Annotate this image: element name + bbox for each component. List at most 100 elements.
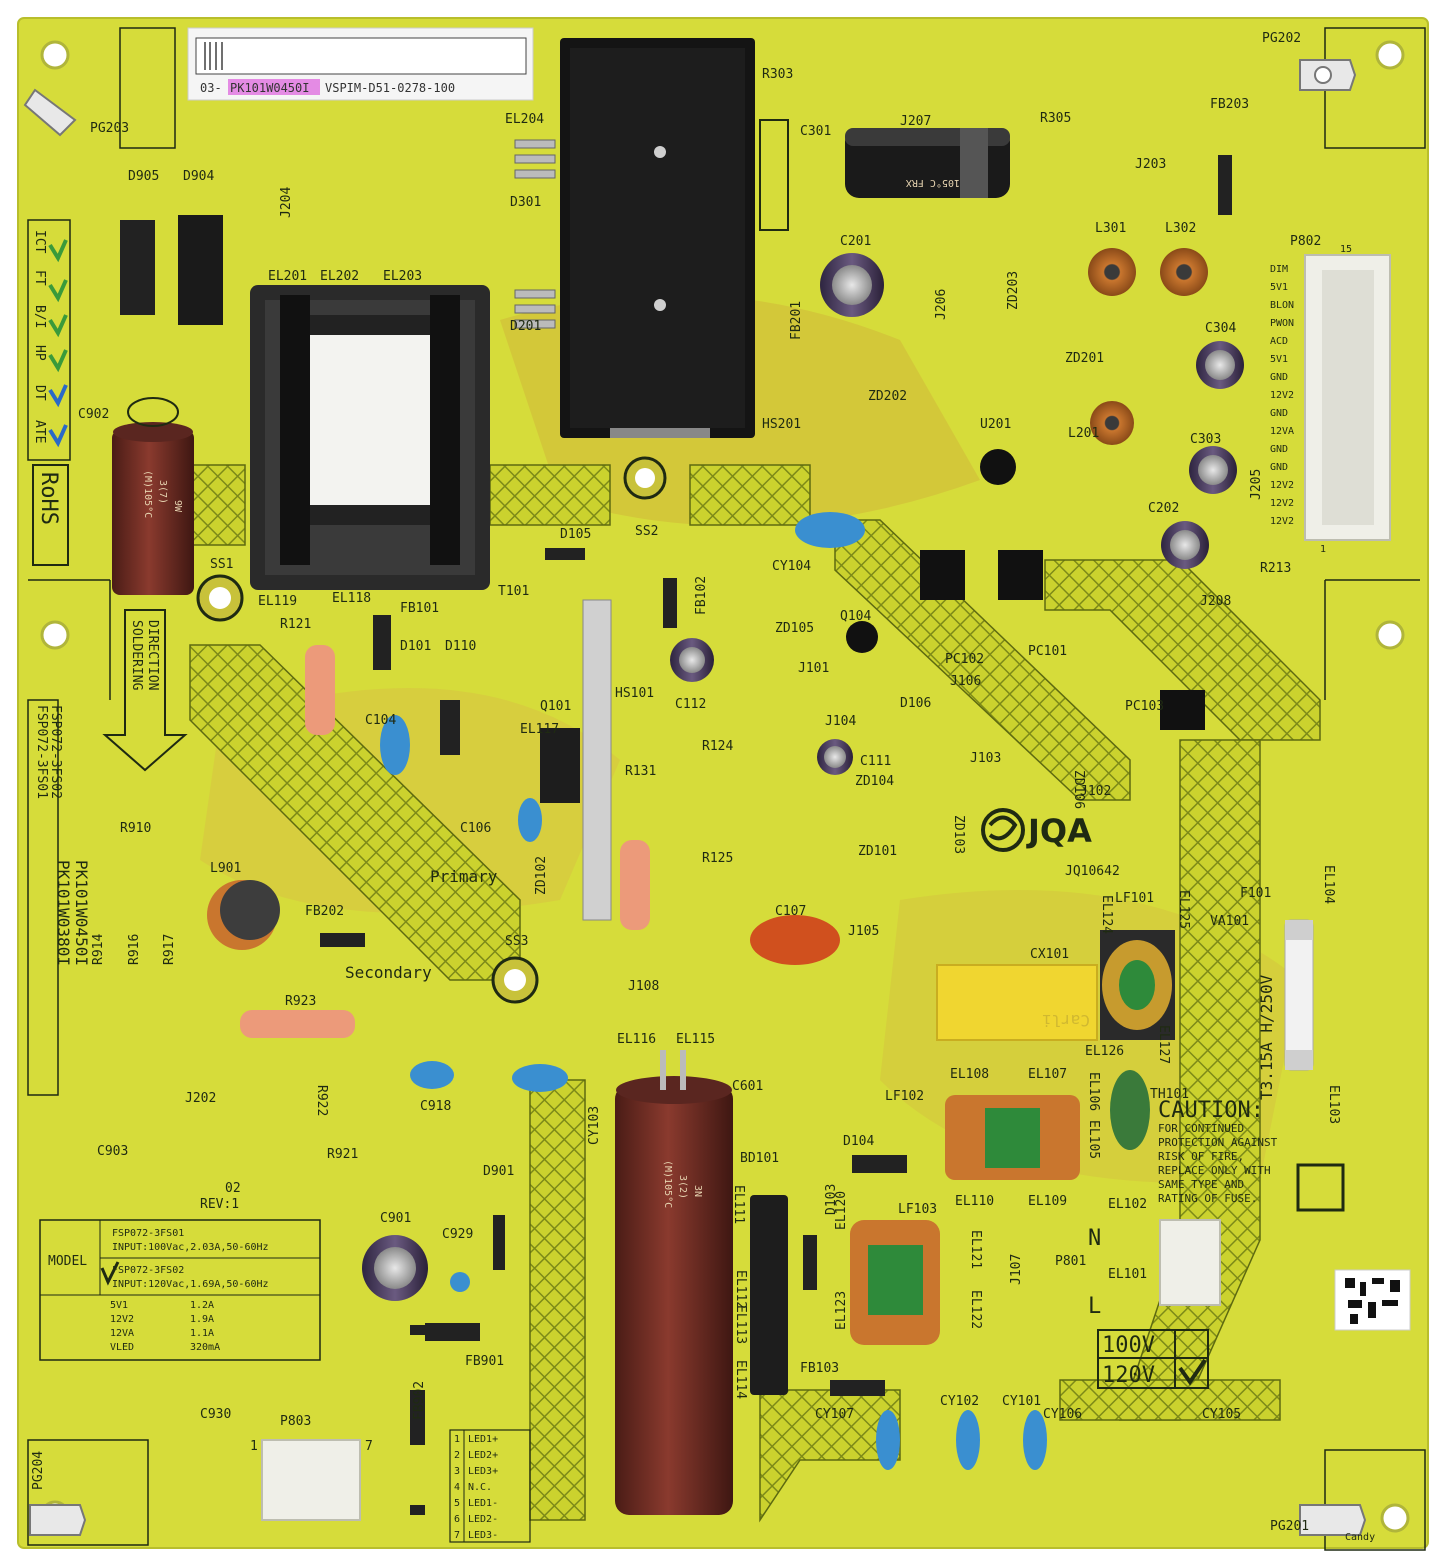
svg-text:DIRECTION: DIRECTION [145,620,160,690]
svg-text:EL105: EL105 [1086,1120,1101,1159]
svg-text:R121: R121 [280,617,311,632]
svg-text:P803: P803 [280,1414,311,1429]
svg-text:ICT: ICT [32,230,47,254]
secondary-label: Secondary [345,963,432,982]
svg-text:FSP072-3FS01: FSP072-3FS01 [34,705,49,799]
svg-text:HS201: HS201 [762,417,801,432]
svg-text:R213: R213 [1260,561,1291,576]
svg-text:HP: HP [32,345,47,361]
svg-text:FB201: FB201 [789,301,804,340]
svg-text:LF103: LF103 [898,1202,937,1217]
svg-text:EL118: EL118 [332,591,371,606]
svg-text:LED2-: LED2- [468,1514,498,1525]
svg-text:LF102: LF102 [885,1089,924,1104]
svg-text:J205: J205 [1249,469,1264,500]
x-capacitor-cx101 [936,964,1098,1041]
qc-marks: ICT FT B/I HP DT ATE [32,230,47,443]
svg-text:BLON: BLON [1270,300,1294,311]
svg-text:LED3+: LED3+ [468,1466,498,1477]
fuse-f101 [1284,919,1314,1071]
svg-text:5V1: 5V1 [1270,282,1288,293]
bridge-rectifier-bd101 [750,1195,788,1395]
svg-text:EL121: EL121 [968,1230,983,1269]
svg-text:C201: C201 [840,234,871,249]
svg-text:12V2: 12V2 [1270,498,1294,509]
heatsink-hs201 [560,38,789,438]
svg-text:D101: D101 [400,639,431,654]
svg-text:ZD101: ZD101 [858,844,897,859]
svg-text:T101: T101 [498,584,529,599]
svg-text:EL110: EL110 [955,1194,994,1209]
svg-text:D103: D103 [824,1184,839,1215]
svg-text:100V: 100V [1102,1333,1155,1358]
connector-p802 [1304,254,1391,541]
component-markings: (M)105°C 3(7) 9W (M)105°C 3(2) 3N 105°C … [142,177,1090,1208]
svg-text:CX101: CX101 [1030,947,1069,962]
capacitor-c902 [112,397,194,595]
svg-text:Candy: Candy [1345,1532,1375,1543]
svg-text:LF101: LF101 [1115,891,1154,906]
line-filter-lf102 [945,1095,1080,1180]
svg-text:ZD201: ZD201 [1065,351,1104,366]
svg-text:6: 6 [454,1514,460,1525]
svg-text:CY107: CY107 [815,1407,854,1422]
svg-text:PROTECTION AGAINST: PROTECTION AGAINST [1158,1136,1278,1149]
svg-text:320mA: 320mA [190,1342,220,1353]
svg-text:RISK OF FIRE,: RISK OF FIRE, [1158,1150,1244,1163]
svg-text:Carli: Carli [1042,1011,1090,1030]
svg-text:EL101: EL101 [1108,1267,1147,1282]
svg-text:FSP072-3FS02: FSP072-3FS02 [48,705,63,799]
svg-text:12VA: 12VA [1270,426,1294,437]
svg-text:D905: D905 [128,169,159,184]
svg-text:C901: C901 [380,1211,411,1226]
svg-text:J207: J207 [900,114,931,129]
svg-text:D106: D106 [900,696,931,711]
svg-text:C601: C601 [732,1079,763,1094]
svg-text:EL127: EL127 [1156,1025,1171,1064]
hatched-copper-areas [134,464,1321,1523]
svg-text:CY101: CY101 [1002,1394,1041,1409]
svg-text:R303: R303 [762,67,793,82]
svg-text:U201: U201 [980,417,1011,432]
sticker-highlight: PK101W0450I [230,81,309,95]
svg-text:EL107: EL107 [1028,1067,1067,1082]
svg-text:2: 2 [454,1450,460,1461]
svg-text:N: N [1088,1226,1101,1251]
svg-text:J103: J103 [970,751,1001,766]
svg-text:EL109: EL109 [1028,1194,1067,1209]
svg-text:5V1: 5V1 [110,1300,128,1311]
svg-text:J108: J108 [628,979,659,994]
svg-text:1: 1 [1320,544,1326,555]
sticker-suffix: VSPIM-D51-0278-100 [325,81,455,95]
jqa-logo: JQA [981,808,1092,852]
svg-text:CY102: CY102 [940,1394,979,1409]
svg-text:R305: R305 [1040,111,1071,126]
svg-text:C104: C104 [365,713,396,728]
svg-text:C304: C304 [1205,321,1236,336]
svg-text:EL203: EL203 [383,269,422,284]
svg-text:LED1-: LED1- [468,1498,498,1509]
svg-text:JQ10642: JQ10642 [1065,864,1120,879]
svg-text:9W: 9W [172,500,183,513]
svg-text:J105: J105 [848,924,879,939]
svg-text:R923: R923 [285,994,316,1009]
svg-text:C303: C303 [1190,432,1221,447]
svg-text:ZD102: ZD102 [534,856,549,895]
svg-text:CY106: CY106 [1043,1407,1082,1422]
svg-text:FB102: FB102 [694,576,709,615]
svg-text:D201: D201 [510,319,541,334]
svg-text:PG203: PG203 [90,121,129,136]
small-electrolytic-capacitors [362,253,1244,1301]
svg-text:L: L [1088,1294,1101,1319]
svg-text:ZD105: ZD105 [775,621,814,636]
svg-text:EL125: EL125 [1176,890,1191,929]
svg-text:EL103: EL103 [1326,1085,1341,1124]
svg-text:PK101W0380I: PK101W0380I [54,860,73,966]
svg-text:ZD203: ZD203 [1006,271,1021,310]
svg-text:LED3-: LED3- [468,1530,498,1541]
model-rating-table: MODEL FSP072-3FS01 INPUT:100Vac,2.03A,50… [39,1219,321,1361]
svg-text:Q104: Q104 [840,609,871,624]
svg-text:J104: J104 [825,714,856,729]
svg-text:R131: R131 [625,764,656,779]
svg-text:CY103: CY103 [587,1106,602,1145]
